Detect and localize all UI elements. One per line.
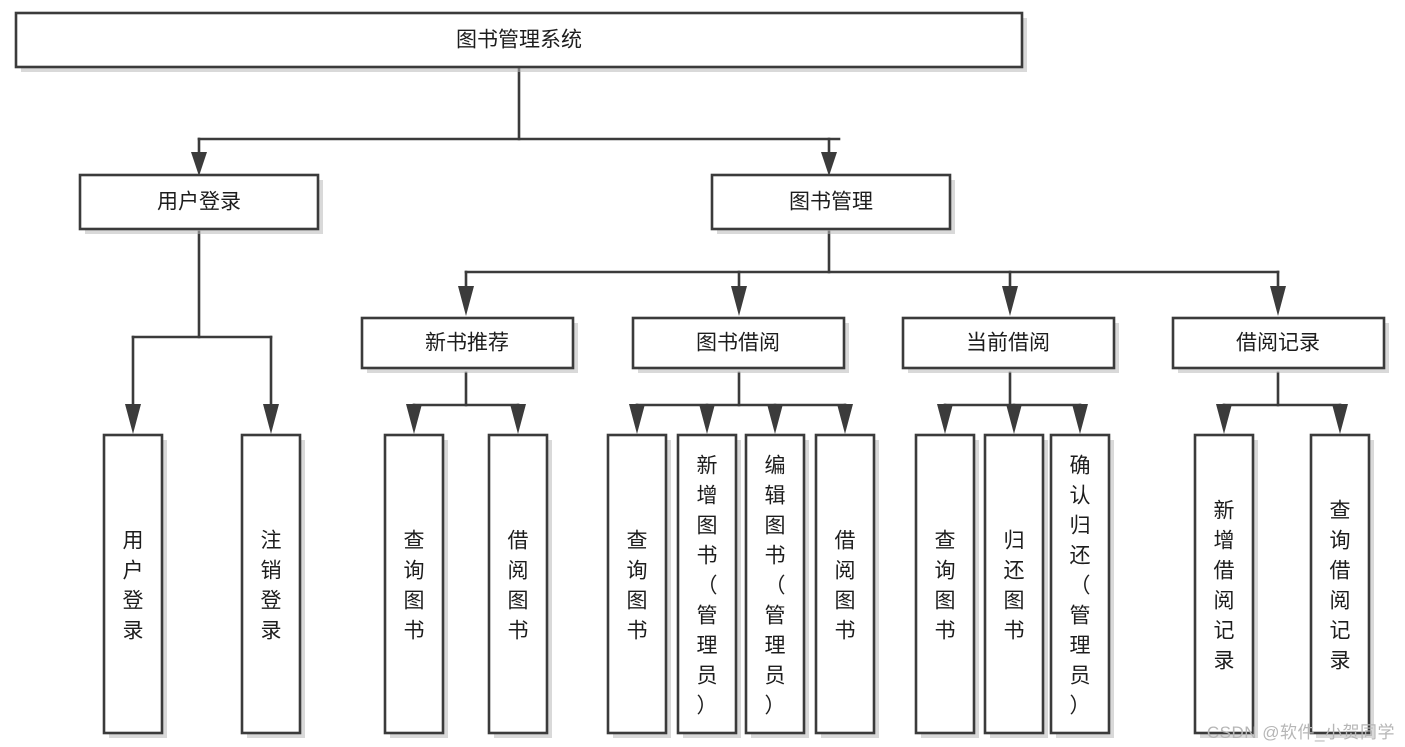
arrow-head-leaf-edit-book (767, 404, 783, 434)
arrow-head-book-borrow (731, 286, 747, 316)
node-leaf-query-book-2-label: 查询图书 (627, 529, 648, 642)
node-leaf-confirm-return-rect[interactable] (1049, 433, 1111, 735)
node-root[interactable]: 图书管理系统 (14, 11, 1027, 72)
node-new-book-recommend[interactable]: 新书推荐 (360, 316, 578, 373)
watermark-text: CSDN @软件_小贺同学 (1206, 723, 1395, 742)
arrow-head-leaf-borrow-book-2 (837, 404, 853, 434)
node-leaf-add-record[interactable]: 新增借阅记录 (1193, 433, 1258, 738)
node-leaf-add-record-rect[interactable] (1193, 433, 1255, 735)
node-book-borrow-rect[interactable] (631, 316, 846, 370)
node-leaf-borrow-book-1-rect[interactable] (487, 433, 549, 735)
node-leaf-return-book-label: 归还图书 (1004, 529, 1025, 642)
arrow-head-leaf-logout-login (263, 404, 279, 434)
node-book-manage-rect[interactable] (710, 173, 952, 231)
node-leaf-query-book-2-rect[interactable] (606, 433, 668, 735)
node-leaf-query-book-3-rect[interactable] (914, 433, 976, 735)
node-user-login-label: 用户登录 (157, 191, 241, 214)
node-leaf-confirm-return-label: 确认归还（管理员） (1070, 454, 1091, 717)
connector-layer (125, 65, 1348, 434)
node-borrow-record-label: 借阅记录 (1236, 332, 1320, 355)
node-current-borrow-label: 当前借阅 (966, 332, 1050, 355)
node-leaf-query-book-3-label: 查询图书 (935, 529, 956, 642)
node-leaf-query-record-rect[interactable] (1309, 433, 1371, 735)
node-book-borrow-label: 图书借阅 (696, 332, 780, 355)
node-leaf-borrow-book-1[interactable]: 借阅图书 (487, 433, 552, 738)
node-leaf-query-book-2[interactable]: 查询图书 (606, 433, 671, 738)
node-book-borrow[interactable]: 图书借阅 (631, 316, 849, 373)
node-leaf-edit-book-label: 编辑图书（管理员） (765, 454, 786, 717)
node-leaf-return-book-rect[interactable] (983, 433, 1045, 735)
arrow-head-leaf-user-login (125, 404, 141, 434)
node-leaf-borrow-book-1-label: 借阅图书 (508, 529, 529, 642)
arrow-head-current-borrow (1002, 286, 1018, 316)
node-book-manage[interactable]: 图书管理 (710, 173, 955, 234)
arrow-head-leaf-query-book-2 (629, 404, 645, 434)
node-leaf-query-book-1-rect[interactable] (383, 433, 445, 735)
node-user-login[interactable]: 用户登录 (78, 173, 323, 234)
node-leaf-confirm-return[interactable]: 确认归还（管理员） (1049, 433, 1114, 738)
node-leaf-edit-book[interactable]: 编辑图书（管理员） (744, 433, 809, 738)
node-leaf-query-book-1[interactable]: 查询图书 (383, 433, 448, 738)
node-leaf-logout-login[interactable]: 注销登录 (240, 433, 305, 738)
node-leaf-add-record-label: 新增借阅记录 (1214, 499, 1235, 672)
node-leaf-query-book-3[interactable]: 查询图书 (914, 433, 979, 738)
arrow-head-leaf-return-book (1006, 404, 1022, 434)
arrow-head-borrow-record (1270, 286, 1286, 316)
node-leaf-borrow-book-2-label: 借阅图书 (835, 529, 856, 642)
node-leaf-user-login-rect[interactable] (102, 433, 164, 735)
arrow-head-leaf-query-record (1332, 404, 1348, 434)
node-user-login-rect[interactable] (78, 173, 320, 231)
node-new-book-recommend-rect[interactable] (360, 316, 575, 370)
node-current-borrow-rect[interactable] (901, 316, 1116, 370)
node-leaf-borrow-book-2-rect[interactable] (814, 433, 876, 735)
node-leaf-add-book[interactable]: 新增图书（管理员） (676, 433, 741, 738)
node-leaf-borrow-book-2[interactable]: 借阅图书 (814, 433, 879, 738)
arrow-head-leaf-borrow-book-1 (510, 404, 526, 434)
node-leaf-logout-login-label: 注销登录 (261, 529, 282, 642)
arrow-head-leaf-add-book (699, 404, 715, 434)
node-leaf-query-book-1-label: 查询图书 (404, 529, 425, 642)
node-leaf-edit-book-rect[interactable] (744, 433, 806, 735)
node-borrow-record[interactable]: 借阅记录 (1171, 316, 1389, 373)
node-leaf-return-book[interactable]: 归还图书 (983, 433, 1048, 738)
node-new-book-recommend-label: 新书推荐 (425, 332, 509, 355)
arrow-head-leaf-add-record (1216, 404, 1232, 434)
node-leaf-user-login[interactable]: 用户登录 (102, 433, 167, 738)
node-borrow-record-rect[interactable] (1171, 316, 1386, 370)
node-current-borrow[interactable]: 当前借阅 (901, 316, 1119, 373)
arrow-head-book-manage (821, 152, 837, 176)
node-leaf-query-record[interactable]: 查询借阅记录 (1309, 433, 1374, 738)
arrow-head-leaf-query-book-3 (937, 404, 953, 434)
node-root-rect[interactable] (14, 11, 1024, 69)
node-leaf-add-book-label: 新增图书（管理员） (697, 454, 718, 717)
node-book-manage-label: 图书管理 (789, 191, 873, 214)
node-leaf-user-login-label: 用户登录 (123, 529, 144, 642)
node-leaf-query-record-label: 查询借阅记录 (1330, 499, 1351, 672)
node-leaf-add-book-rect[interactable] (676, 433, 738, 735)
node-leaf-logout-login-rect[interactable] (240, 433, 302, 735)
arrow-head-leaf-query-book-1 (406, 404, 422, 434)
arrow-head-user-login (191, 152, 207, 176)
arrow-head-new-book-recommend (458, 286, 474, 316)
node-root-label: 图书管理系统 (456, 29, 582, 52)
arrow-head-leaf-confirm-return (1072, 404, 1088, 434)
